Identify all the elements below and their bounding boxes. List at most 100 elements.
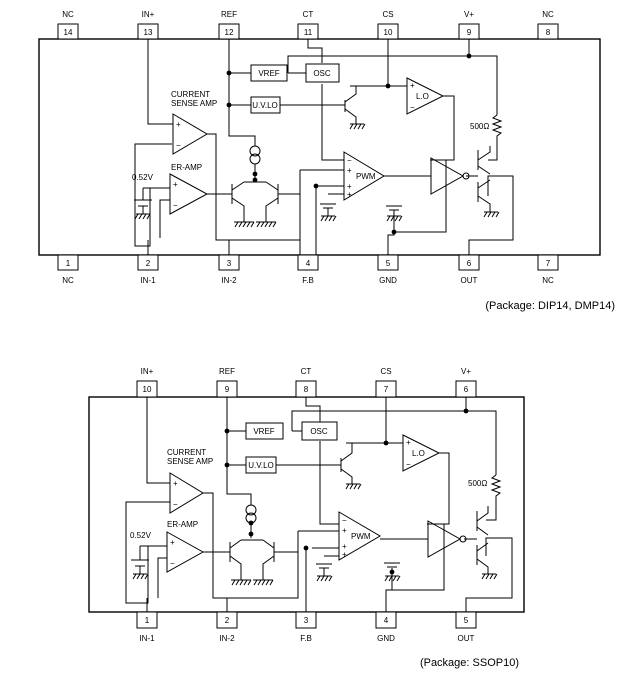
vref-label: VREF [258,69,279,78]
pin-number: 2 [225,616,230,625]
vref-block: VREF [250,64,288,82]
pin-11: CT 11 [297,10,319,40]
resistor-label: 500Ω [468,479,487,488]
resistor-label: 500Ω [470,122,489,131]
pin-number: 3 [227,259,232,268]
diff-pair [226,539,298,586]
pin-4: 4 GND [375,611,397,643]
pwm-comparator: − + + + PWM [338,511,381,561]
pin-number: 7 [546,259,551,268]
osc-label: OSC [310,427,328,436]
bottom-pins: 1 IN-1 2 IN-2 3 F.B 4 GND 5 OUT [136,611,477,643]
osc-label: OSC [313,69,331,78]
pin-name: CS [382,10,393,19]
pin-1: 1 NC [57,254,79,285]
pin-number: 1 [145,616,150,625]
pin-10: IN+ 10 [136,367,158,398]
pin-name: CS [380,367,391,376]
pin-name: V+ [461,367,471,376]
voltage-label: 0.52V [132,173,154,182]
pin-13: IN+ 13 [137,10,159,40]
svg-text:+: + [410,81,415,90]
er-amp-label: ER-AMP [167,520,198,529]
pin-3: 3 F.B [295,611,317,643]
osc-block: OSC [301,421,338,441]
pin-number: 2 [146,259,151,268]
pin-name: V+ [464,10,474,19]
pin-name: NC [542,276,554,285]
er-amp-label: ER-AMP [171,163,202,172]
pwm-gnd-cap [320,203,337,222]
pin-name: CT [303,10,314,19]
svg-text:−: − [173,201,178,210]
pin-name: CT [301,367,312,376]
pin-8: NC 8 [537,10,559,40]
lo-label: L.O [416,92,429,101]
output-driver [430,157,470,195]
er-amp: + − ER-AMP [169,163,209,215]
pin-6: V+ 6 [455,367,477,398]
pin-number: 7 [384,385,389,394]
pwm-comparator: − + + + PWM [343,151,385,201]
lo-comparator: + − L.O [406,77,445,115]
pin-name: NC [62,276,74,285]
er-amp: + − ER-AMP [166,520,205,573]
pin-name: IN+ [142,10,155,19]
output-driver [427,520,467,558]
pin-7: CS 7 [375,367,397,398]
junction-dots [224,408,469,575]
svg-text:−: − [176,141,181,150]
gnd-cap [386,205,403,222]
pin-5: 5 OUT [455,611,477,643]
current-sense-label-2: SENSE AMP [171,99,217,108]
top-pins: IN+ 10 REF 9 CT 8 CS 7 V+ 6 [136,367,477,398]
current-source-symbol [249,145,261,180]
pin-1: 1 IN-1 [136,611,158,643]
pin-name: REF [219,367,235,376]
wiring [125,397,513,612]
uvlo-block: U.V.LO [250,96,281,114]
svg-text:+: + [176,120,181,129]
pwm-gnd-cap [316,563,333,582]
svg-text:+: + [342,542,347,551]
pin-name: GND [379,276,397,285]
uvlo-label: U.V.LO [248,461,274,470]
pin-5: 5 GND [377,254,399,285]
uvlo-label: U.V.LO [252,101,278,110]
uvlo-transistor [340,86,366,130]
pin-14: NC 14 [57,10,79,40]
voltage-source: 0.52V [132,173,154,220]
pin-number: 11 [304,28,313,37]
pin-name: IN+ [141,367,154,376]
ic-body [38,38,601,256]
svg-text:−: − [406,460,411,469]
svg-text:−: − [347,156,352,165]
pin-name: IN-1 [140,276,156,285]
osc-block: OSC [305,63,340,83]
pin-8: CT 8 [295,367,317,398]
lo-comparator: + − L.O [402,434,441,472]
pin-name: IN-1 [139,634,155,643]
svg-text:+: + [342,526,347,535]
diagram-ssop10: IN+ 10 REF 9 CT 8 CS 7 V+ 6 [88,367,525,669]
pin-number: 12 [225,28,234,37]
voltage-source: 0.52V [130,531,152,580]
pin-number: 1 [66,259,71,268]
totem-pole [476,506,498,580]
vref-label: VREF [253,427,274,436]
pin-number: 8 [304,385,309,394]
pin-6: 6 OUT [458,254,480,285]
bottom-pins: 1 NC 2 IN-1 3 IN-2 4 F.B 5 GND [57,254,559,285]
pin-7: 7 NC [537,254,559,285]
svg-text:+: + [347,182,352,191]
resistor-500: 500Ω [470,114,503,138]
pin-number: 6 [467,259,472,268]
resistor-500: 500Ω [468,474,502,497]
pin-3: 3 IN-2 [218,254,240,285]
svg-text:−: − [342,516,347,525]
pin-10: CS 10 [377,10,399,40]
pin-number: 6 [464,385,469,394]
pin-name: IN-2 [219,634,235,643]
current-sense-label-2: SENSE AMP [167,457,213,466]
svg-text:−: − [173,500,178,509]
